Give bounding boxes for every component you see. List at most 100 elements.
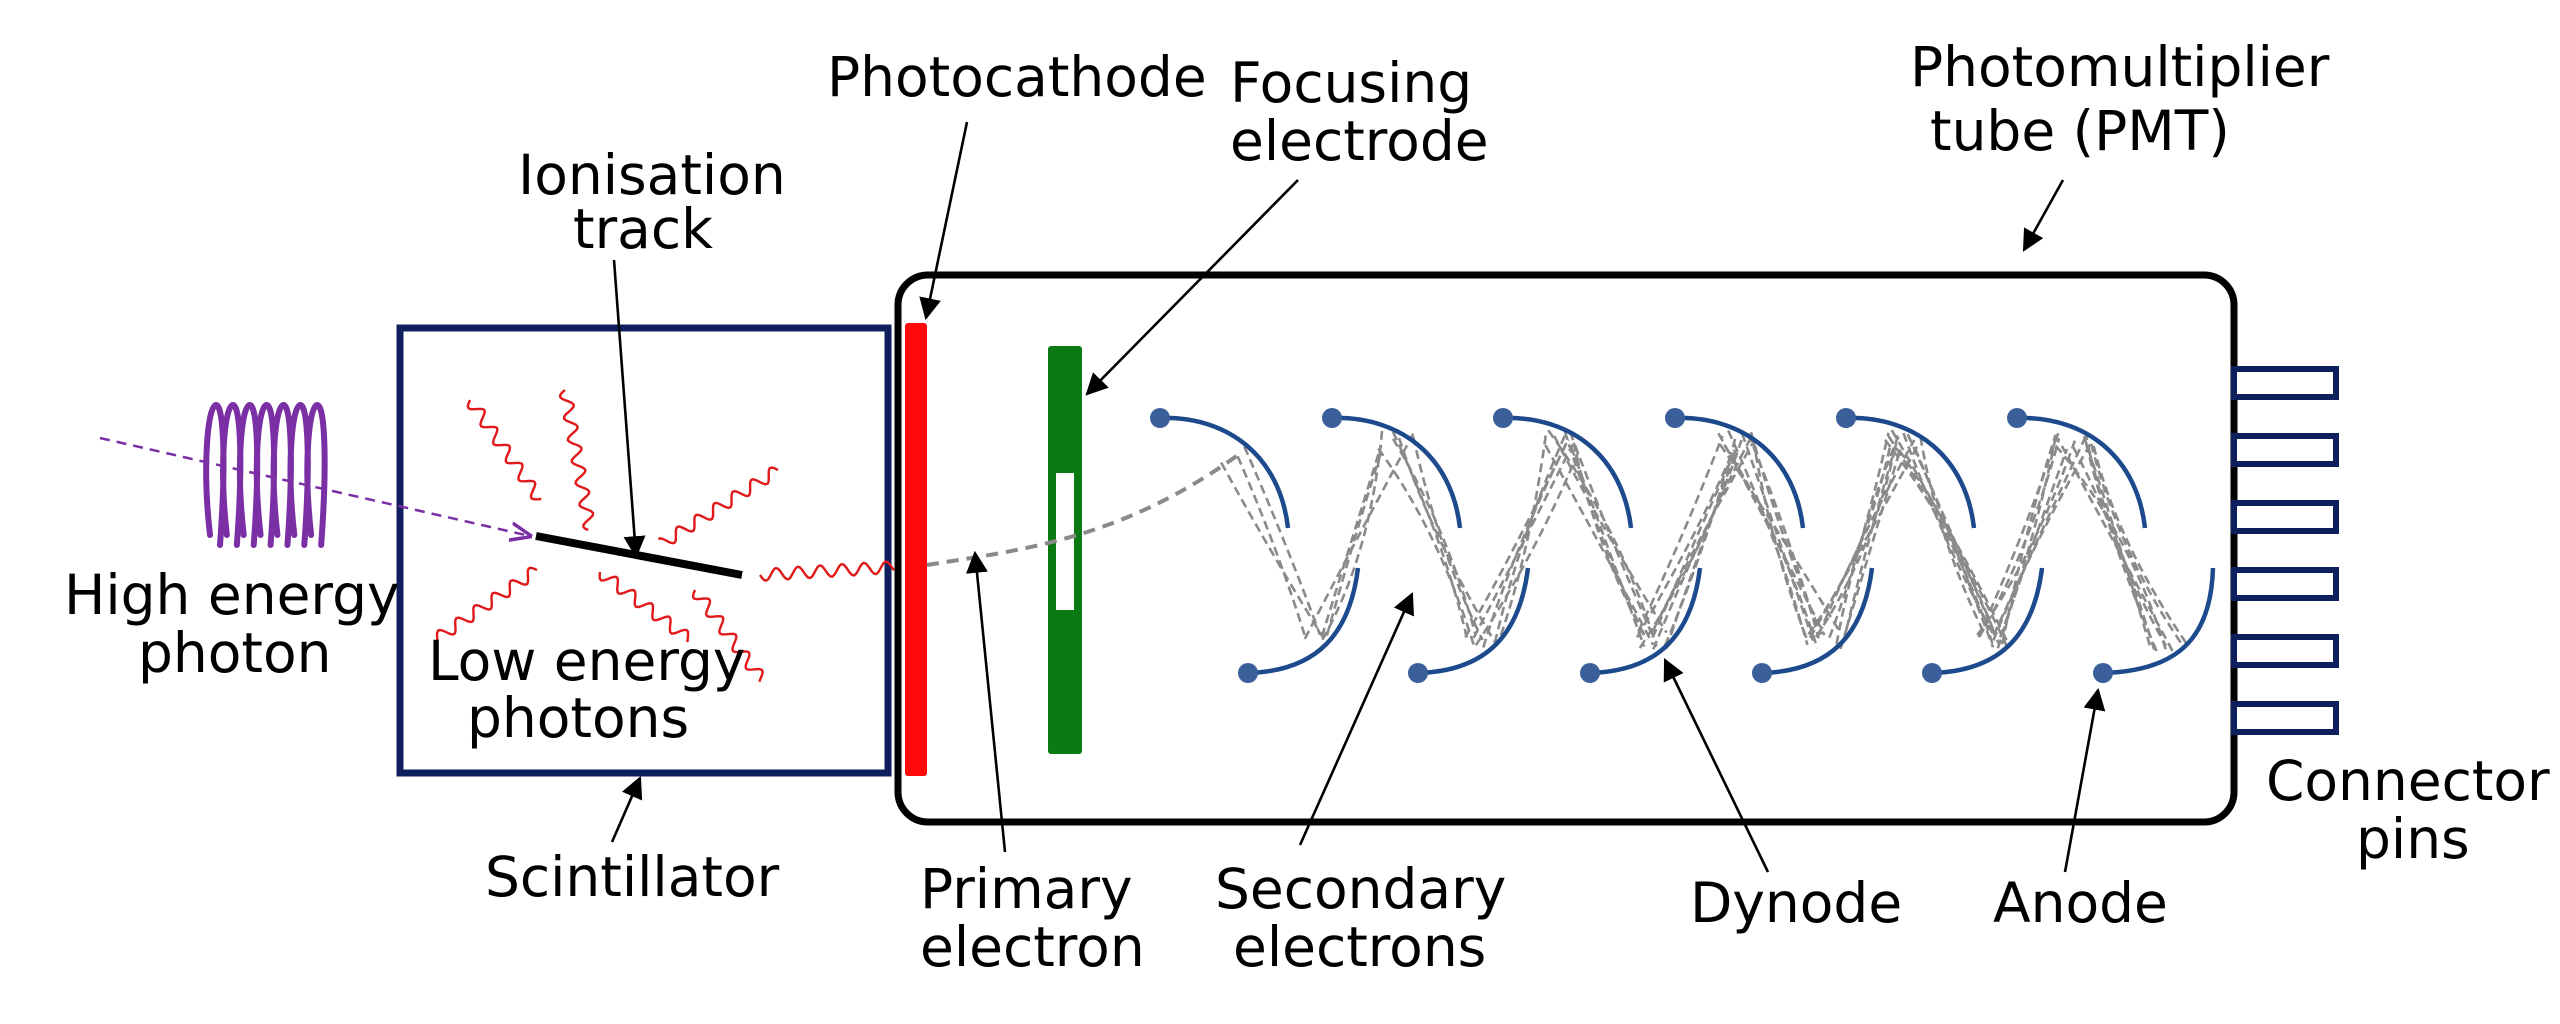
arrow-secondary-electrons bbox=[1298, 591, 1414, 846]
secondary-electron-strand bbox=[1727, 430, 1809, 646]
label-secondary-line1: Secondary bbox=[1215, 857, 1506, 921]
secondary-electron-strand bbox=[2084, 431, 2168, 647]
secondary-electron-strand bbox=[2082, 435, 2153, 651]
connector-pin bbox=[2231, 701, 2339, 735]
dynode-lower bbox=[1589, 567, 1703, 676]
pmt-tube-body bbox=[894, 271, 2238, 826]
dynode-node bbox=[2007, 408, 2027, 428]
photocathode-plate bbox=[905, 323, 927, 776]
secondary-electron-strand bbox=[1828, 432, 1890, 639]
dynode-node bbox=[1922, 663, 1942, 683]
secondary-electron-strand bbox=[1320, 445, 1383, 637]
label-ionisation-line1: Ionisation bbox=[518, 143, 786, 207]
secondary-electron-strand bbox=[1919, 436, 1987, 636]
secondary-electron-strand bbox=[1749, 431, 1823, 635]
low-energy-photon-4 bbox=[435, 566, 538, 641]
secondary-electron-strand bbox=[1474, 448, 1581, 647]
arrow-focusing-electrode bbox=[1085, 179, 1299, 396]
dynode-upper bbox=[1502, 415, 1634, 529]
dynode-node bbox=[1150, 408, 1170, 428]
secondary-electron-strand bbox=[1220, 461, 1325, 639]
dynode-upper bbox=[1845, 415, 1977, 529]
secondary-electron-strand bbox=[1243, 446, 1322, 636]
connector-pins bbox=[2231, 366, 2339, 735]
secondary-electron-strand bbox=[1544, 444, 1655, 646]
dynode-lower bbox=[1247, 567, 1361, 676]
secondary-electron-strand bbox=[2089, 443, 2186, 650]
secondary-electron-strand bbox=[1978, 437, 2061, 638]
low-energy-photon-2 bbox=[558, 389, 595, 532]
secondary-electron-strand bbox=[1377, 447, 1476, 649]
label-primary-line1: Primary bbox=[920, 857, 1133, 921]
dynode-node bbox=[1752, 663, 1772, 683]
arrow-pmt bbox=[2022, 179, 2065, 252]
dynode-node bbox=[1238, 663, 1258, 683]
focusing-electrode bbox=[1048, 346, 1082, 754]
dynode-node bbox=[1580, 663, 1600, 683]
anode-node bbox=[2093, 663, 2113, 683]
secondary-electron-strand bbox=[1553, 435, 1668, 634]
secondary-electron-strand bbox=[1464, 438, 1570, 638]
secondary-electron-strand bbox=[1651, 440, 1756, 633]
secondary-electron-strand bbox=[2054, 444, 2169, 655]
secondary-electron-strand bbox=[2060, 445, 2175, 653]
secondary-electron-strand bbox=[1570, 446, 1646, 648]
pointer-arrows bbox=[610, 121, 2106, 873]
secondary-electron-strand bbox=[1902, 432, 1996, 637]
low-energy-photons bbox=[435, 389, 895, 683]
dynode-node bbox=[1493, 408, 1513, 428]
secondary-electron-strand bbox=[1303, 433, 1415, 640]
arrow-dynode bbox=[1663, 658, 1770, 873]
secondary-electron-strand bbox=[1719, 443, 1841, 632]
dynode-upper bbox=[1159, 415, 1291, 529]
ionisation-track bbox=[535, 532, 743, 579]
secondary-electron-strand bbox=[2092, 445, 2189, 646]
dynode-node bbox=[1836, 408, 1856, 428]
low-energy-photon-3 bbox=[657, 466, 779, 545]
dynodes bbox=[1150, 408, 2216, 683]
dynode-node bbox=[1665, 408, 1685, 428]
primary-electron-path bbox=[926, 453, 1240, 567]
label-pmt-line2: tube (PMT) bbox=[1930, 99, 2230, 163]
label-ionisation-line2: track bbox=[573, 197, 713, 261]
label-low-energy-line1: Low energy bbox=[428, 629, 745, 693]
label-focusing-line1: Focusing bbox=[1230, 51, 1472, 115]
dynode-node bbox=[1408, 663, 1428, 683]
arrow-anode bbox=[2063, 687, 2106, 873]
label-dynode: Dynode bbox=[1690, 871, 1902, 935]
secondary-electron-strand bbox=[1842, 436, 1900, 643]
secondary-electron-strand bbox=[1747, 433, 1821, 639]
high-energy-photon-wave bbox=[203, 401, 328, 548]
secondary-electron-strand bbox=[1635, 449, 1735, 639]
secondary-electron-strand bbox=[1391, 438, 1477, 636]
label-pmt-line1: Photomultiplier bbox=[1910, 35, 2330, 99]
secondary-electron-strand bbox=[1568, 431, 1653, 633]
secondary-electron-strand bbox=[1325, 449, 1384, 636]
label-photocathode: Photocathode bbox=[827, 45, 1207, 109]
dynode-node bbox=[1322, 408, 1342, 428]
arrow-scintillator bbox=[610, 775, 643, 843]
photon-trajectory bbox=[99, 436, 530, 536]
secondary-electron-strand bbox=[1887, 435, 1994, 644]
secondary-electron-strand bbox=[1637, 435, 1724, 632]
label-high-energy-line1: High energy bbox=[64, 563, 400, 627]
dynode-upper bbox=[1331, 415, 1463, 529]
connector-pin bbox=[2231, 634, 2339, 668]
secondary-electron-strand bbox=[1890, 429, 2010, 651]
dynode-upper bbox=[1674, 415, 1806, 529]
secondary-electron-strand bbox=[1236, 455, 1306, 636]
low-energy-photon-1 bbox=[466, 399, 542, 501]
dynode-lower bbox=[1931, 567, 2045, 676]
secondary-electron-strand bbox=[1547, 429, 1658, 647]
dynode-upper bbox=[2016, 415, 2148, 529]
dynode-lower bbox=[1761, 567, 1875, 676]
label-low-energy-line2: photons bbox=[467, 686, 689, 750]
label-connector-line1: Connector bbox=[2266, 749, 2550, 813]
anode-plate bbox=[2102, 567, 2216, 676]
secondary-electron-strand bbox=[1839, 448, 1902, 650]
low-energy-photon-7 bbox=[759, 560, 895, 582]
arrow-primary-electron bbox=[966, 550, 1007, 853]
secondary-electron-strand bbox=[1572, 442, 1647, 638]
label-scintillator: Scintillator bbox=[485, 845, 780, 909]
